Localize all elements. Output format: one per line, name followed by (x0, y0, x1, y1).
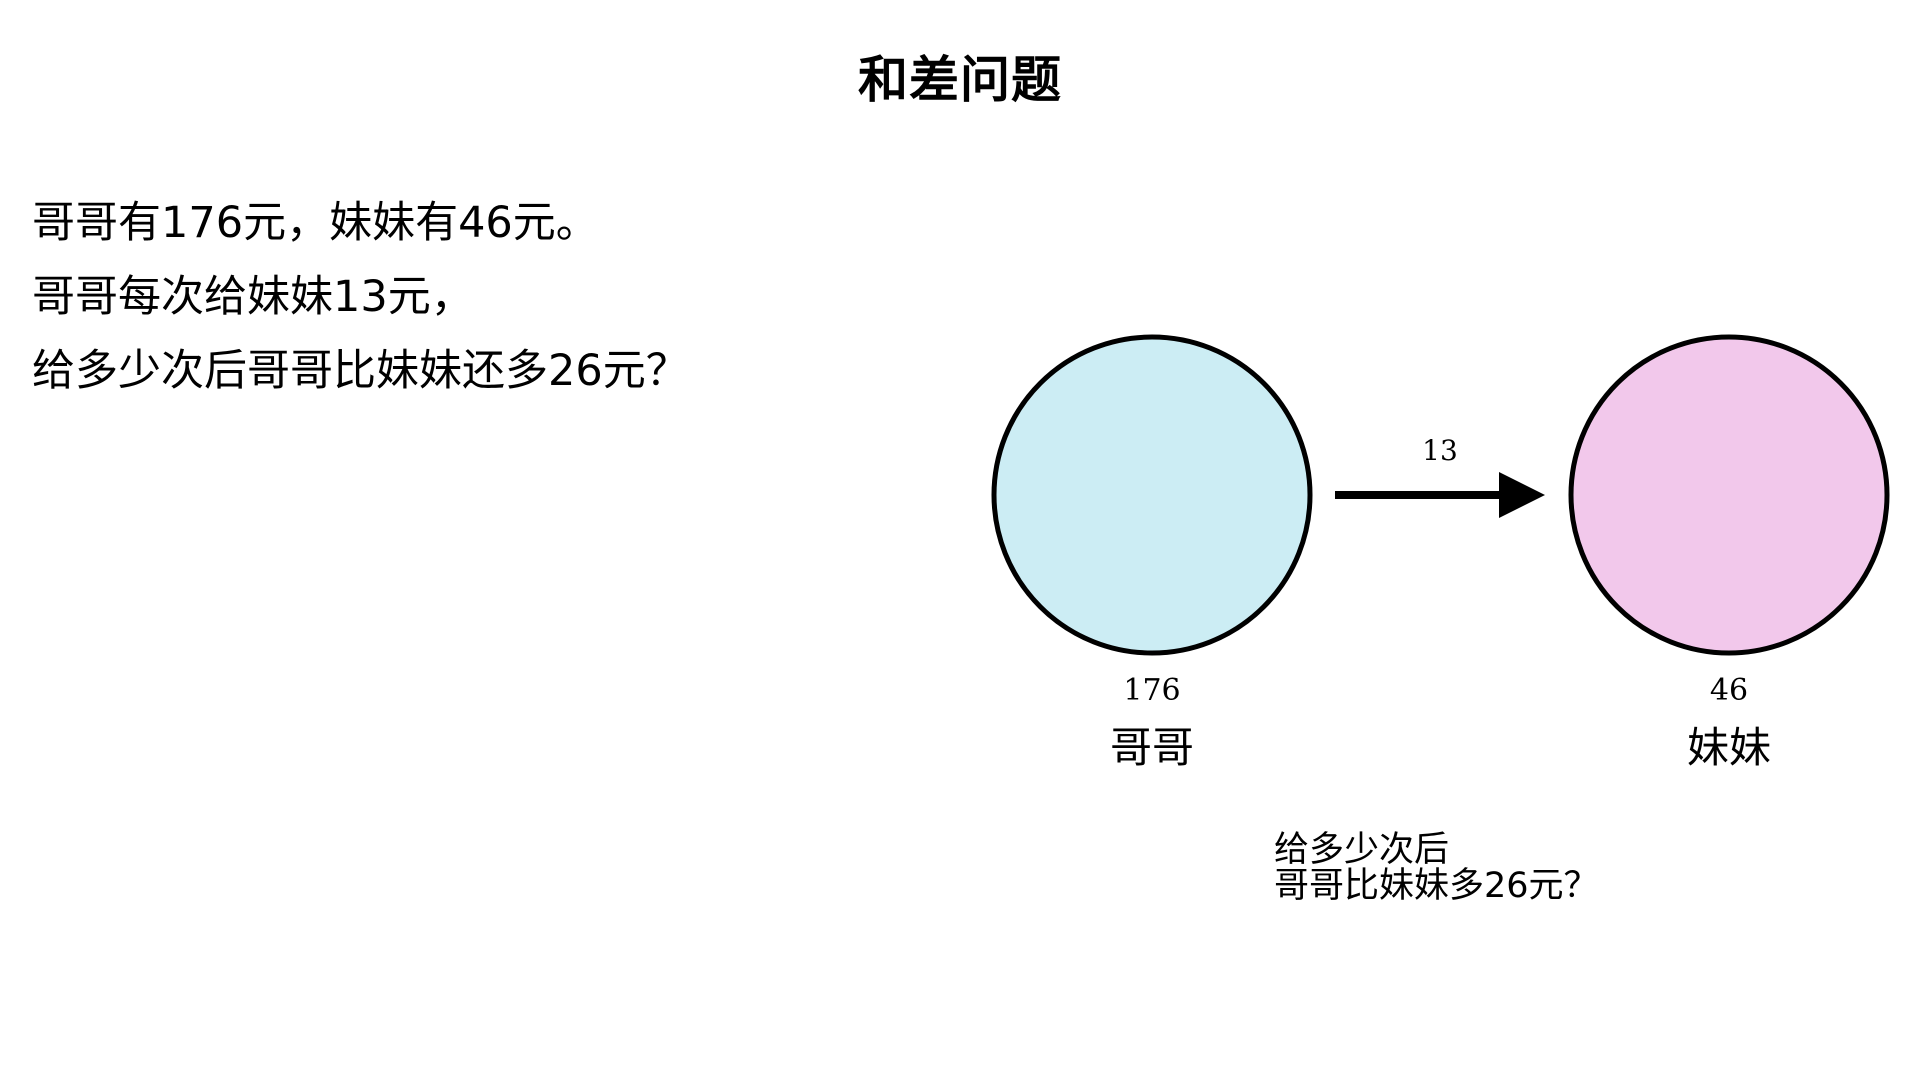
sister-circle (1568, 334, 1890, 656)
sister-label: 妹妹 (1686, 723, 1771, 772)
arrow-right-icon (1335, 472, 1545, 518)
page-title: 和差问题 (858, 51, 1062, 109)
problem-line-2: 哥哥每次给妹妹13元， (32, 272, 474, 322)
brother-amount: 176 (1123, 673, 1181, 708)
problem-line-1: 哥哥有176元，妹妹有46元。 (32, 198, 599, 248)
question-line-2: 哥哥比妹妹多26元？ (1274, 866, 1599, 906)
brother-label: 哥哥 (1109, 723, 1194, 772)
problem-statement: 哥哥有176元，妹妹有46元。 哥哥每次给妹妹13元， 给多少次后哥哥比妹妹还多… (32, 186, 689, 408)
question-line-1: 给多少次后 (1274, 830, 1450, 870)
brother-circle (991, 334, 1313, 656)
sister-amount: 46 (1709, 673, 1749, 708)
diagram-question: 给多少次后 哥哥比妹妹多26元？ (1274, 832, 1599, 904)
transfer-amount: 13 (1422, 434, 1458, 467)
problem-line-3: 给多少次后哥哥比妹妹还多26元？ (32, 346, 689, 396)
